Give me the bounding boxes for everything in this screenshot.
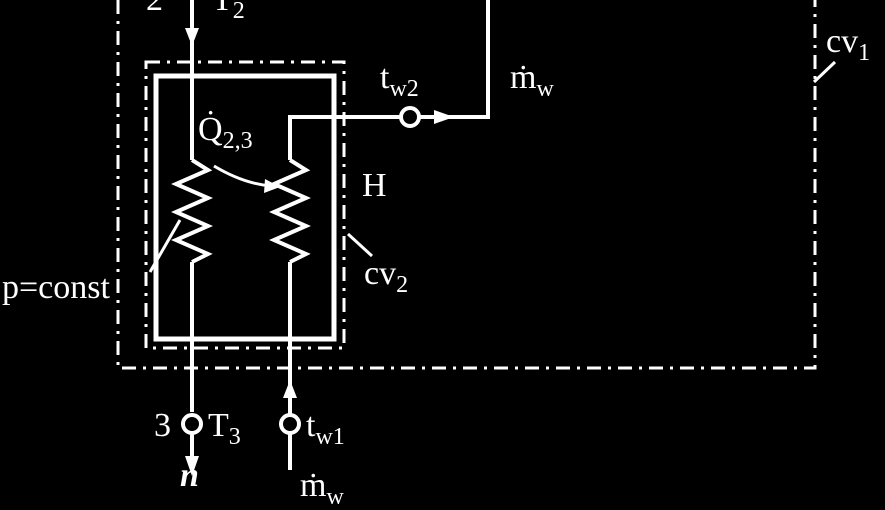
water-outlet-node <box>399 106 421 128</box>
molar-flow-label: ṅ <box>180 457 199 494</box>
heat-exchanger-vessel <box>153 73 337 342</box>
water-coil <box>269 158 311 264</box>
water-outlet-temp-label: tw2 <box>380 59 419 102</box>
water-outlet-line <box>288 115 401 160</box>
fluid-coil <box>171 158 213 264</box>
water-flow-top-label: ṁw <box>510 59 554 102</box>
cv1-leader-line <box>812 60 837 84</box>
pressure-leader-line <box>148 219 182 273</box>
water-inlet-node <box>279 413 301 435</box>
state-3-label: 3 <box>154 407 171 444</box>
temp-2-label: T2 <box>212 0 245 24</box>
water-inlet-temp-label: tw1 <box>306 407 345 450</box>
control-volume-2-boundary <box>144 60 346 350</box>
state-3-node <box>181 413 203 435</box>
temp-3-label: T3 <box>208 407 241 450</box>
pressure-label: p=const <box>2 269 110 306</box>
heat-transfer-arrow-icon <box>264 179 280 193</box>
water-outlet-arrow-icon <box>434 110 454 124</box>
fluid-inlet-arrow-icon <box>185 28 199 46</box>
heat-flow-label: Q̇2,3 <box>198 110 253 154</box>
heater-label: H <box>362 167 387 204</box>
fluid-exit-arrow-icon <box>185 456 199 476</box>
water-exit-line <box>419 0 490 119</box>
heat-transfer-arc <box>213 164 273 188</box>
cv2-leader-line <box>346 232 374 258</box>
cv2-label: cv2 <box>364 255 408 298</box>
cv1-label: cv1 <box>826 23 870 66</box>
water-flow-bottom-label: ṁw <box>300 467 344 510</box>
water-inlet-arrow-icon <box>283 380 297 398</box>
control-volume-1-boundary <box>116 0 817 370</box>
state-2-label: 2 <box>146 0 163 18</box>
